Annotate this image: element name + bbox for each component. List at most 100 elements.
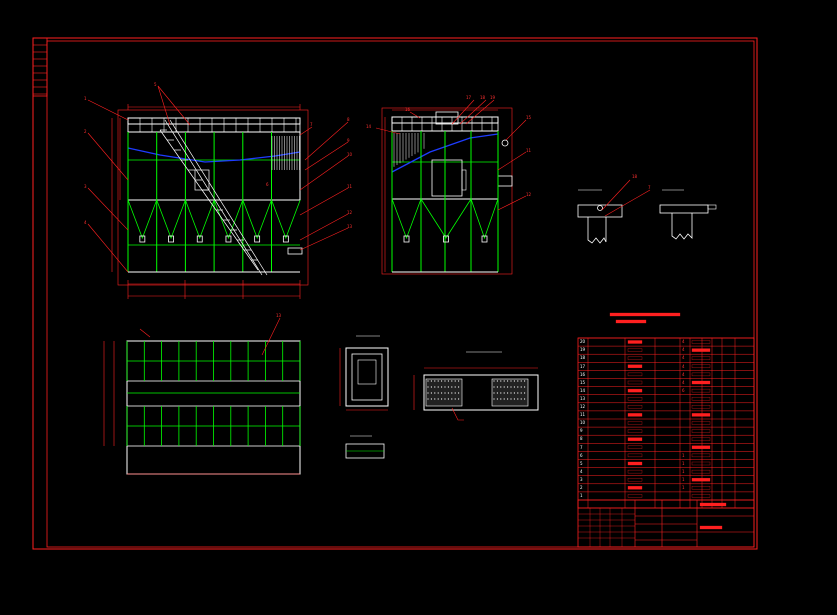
front-callout-number: 3 [84,184,87,189]
inlet-duct [127,147,301,163]
hatch-dot [458,386,460,388]
callout-leader [299,155,349,191]
hatch-dot [510,392,512,394]
side-fan-symbol [501,139,509,147]
bom-quantity: 1 [682,468,685,474]
bom-text-mark [627,429,643,433]
side-callout-number: 15 [526,115,532,120]
bom-text-mark [627,413,643,417]
callout-leader [157,85,191,126]
hatch-dot [437,380,439,382]
callout-leader [87,99,129,121]
side-hopper [391,198,422,240]
detail-leader [601,179,631,211]
hatch-dot [524,386,526,388]
front-callout-number: 9 [347,138,350,143]
bom-text-mark [627,388,643,393]
stair-stringer [201,189,210,201]
hatch-dot [454,380,456,382]
bom-row-number: 13 [580,395,586,401]
stair-rail [169,119,268,276]
callout-leader [304,121,349,161]
bom-row-number: 16 [580,371,586,377]
bom-text-mark [627,486,643,490]
side-callout-leader [497,151,527,171]
side-callout-number: 17 [466,95,472,100]
bom-text-mark [627,494,643,498]
section-b-leader [451,407,464,421]
hatch-dot [454,398,456,400]
bom-row-number: 6 [580,452,583,458]
bom-row-number: 10 [580,420,586,426]
detail-ii-callout: 7 [648,185,651,190]
drawing-frame [32,37,758,550]
bom-text-mark [627,380,643,385]
callout-leader [299,187,349,216]
front-callout-number: 2 [84,129,87,134]
hopper-outlet [139,235,146,243]
bom-text-mark [691,356,711,360]
hatch-dot [444,392,446,394]
bom-row-number: 2 [580,485,583,490]
bom-text-mark [627,356,643,360]
bom-text-mark [627,348,643,352]
section-b-hatch-right [491,378,529,407]
side-hopper [470,198,499,240]
bom-text-mark [691,413,711,417]
stair-stringer [250,259,259,271]
hatch-dot [503,392,505,394]
front-callout-number: 4 [84,220,87,225]
bom-text-mark [691,372,711,377]
stair-stringer [166,139,175,151]
hatch-dot [507,392,509,394]
hatch-dot [441,392,443,394]
notes-line [615,319,647,324]
front-callout-number: 13 [347,224,353,229]
detail-leader [604,189,651,217]
hatch-dot [451,386,453,388]
hatch-dot [458,392,460,394]
front-callout-number: 11 [347,184,353,189]
side-callout-leader [459,99,487,125]
bom-quantity: 1 [682,452,685,458]
callout-leader [304,141,349,171]
front-callout-number: 7 [310,122,313,127]
bom-text-mark [691,437,711,441]
hatch-dot [447,380,449,382]
stair-stringer [208,199,217,211]
bom-text-mark [627,397,643,401]
hatch-dot [507,386,509,388]
bom-text-mark [627,405,643,409]
hatch-dot [513,392,516,394]
hatch-dot [496,380,498,382]
bom-row-number: 1 [580,493,583,499]
stair-stringer [180,159,189,171]
bom-text-mark [691,388,711,393]
callout-leader [87,223,129,273]
hatch-dot [524,398,526,400]
hatch-dot [444,386,446,388]
front-callout-number: 6 [266,182,269,187]
front-callout-number: 5 [154,82,157,87]
hatch-dot [454,392,456,394]
hatch-dot [458,380,460,382]
callout-leader [87,132,129,181]
hatch-dot [434,386,436,388]
hopper [271,199,301,240]
inner-border [46,40,755,548]
bom-text-mark [691,445,711,449]
hatch-dot [441,398,443,400]
hatch-dot [444,398,446,400]
bom-quantity: 4 [682,371,685,377]
drawing-name-mark [699,502,727,507]
bom-row-number: 14 [580,387,586,393]
hatch-dot [447,398,449,400]
bom-text-mark [627,461,643,466]
side-callout-number: 18 [480,95,486,100]
bom-quantity: 4 [682,379,685,385]
hatch-dot [434,380,436,382]
bill-of-materials-table [577,312,755,509]
bom-quantity: 1 [682,485,685,490]
callout-leader [157,85,171,126]
